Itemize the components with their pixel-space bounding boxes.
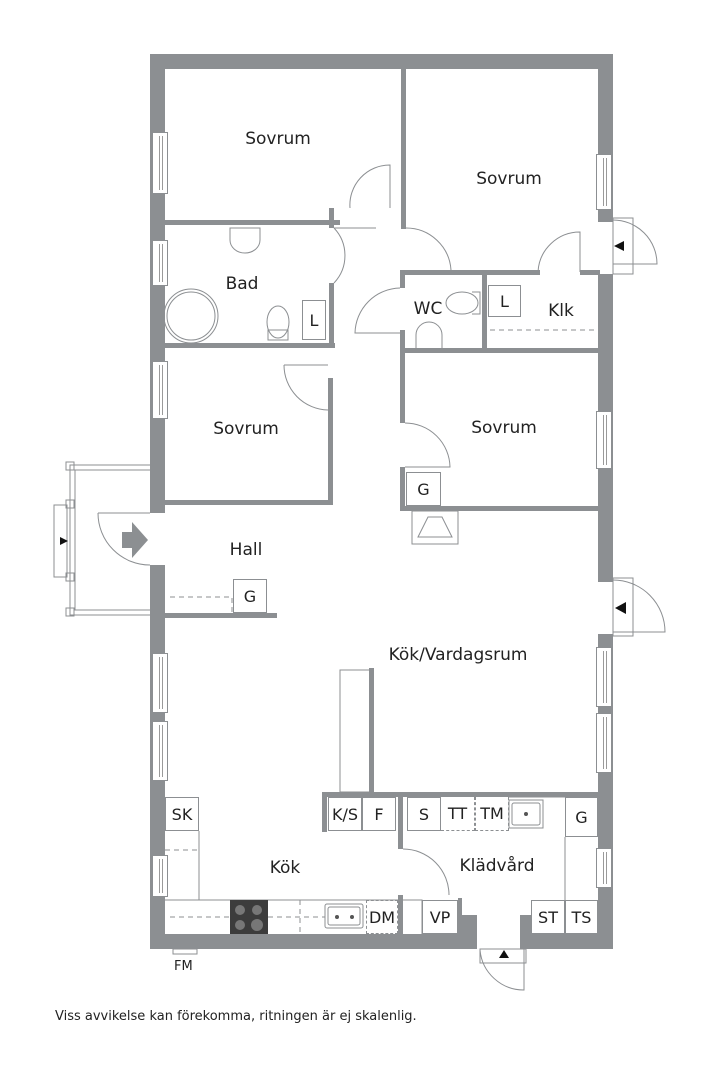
room-label-hall: Hall xyxy=(229,540,263,560)
south-door-recess-white xyxy=(477,915,520,949)
arrow-south-icon xyxy=(499,950,509,958)
wall-sovrum-e-bottom xyxy=(400,506,600,511)
window-kok-2 xyxy=(152,721,168,781)
wall-sovrum-divider xyxy=(401,69,406,229)
outer-wall-top xyxy=(150,54,613,69)
kitchen-dishwasher: DM xyxy=(366,900,398,934)
window-sovrum-nw xyxy=(152,132,168,194)
room-label-bad: Bad xyxy=(225,274,259,294)
room-label-kok: Kök xyxy=(269,858,301,878)
wall-wc-top-right xyxy=(580,270,600,275)
door-entrance xyxy=(97,512,151,566)
door-sovrum-w xyxy=(283,364,329,411)
laundry-cabinet-s: S xyxy=(407,797,441,831)
door-bad xyxy=(333,227,346,284)
wall-bad-bottom xyxy=(165,343,335,348)
wall-kladvard-left xyxy=(398,797,403,849)
kitchen-freezer: F xyxy=(362,797,396,831)
window-kok-3 xyxy=(152,855,168,897)
laundry-washer-tm: TM xyxy=(475,797,509,831)
dryer-ts: TS xyxy=(565,900,598,934)
wall-wc-left-lower xyxy=(400,330,405,352)
wall-bad-right-lower xyxy=(329,283,334,348)
drying-cabinet-st: ST xyxy=(531,900,565,934)
arrow-east-top-icon xyxy=(614,241,624,251)
room-label-kok-vardagsrum: Kök/Vardagsrum xyxy=(388,645,528,665)
arrow-east-mid-icon xyxy=(615,602,626,614)
door-wc xyxy=(354,287,401,334)
east-door-gap-mid xyxy=(598,582,613,634)
laundry-wardrobe: G xyxy=(565,797,598,837)
room-label-sovrum-nw: Sovrum xyxy=(245,129,311,149)
window-sovrum-ne xyxy=(596,154,612,210)
wall-sovrum-w-bottom xyxy=(165,500,333,505)
room-label-sovrum-e: Sovrum xyxy=(471,418,537,438)
wall-wc-top xyxy=(400,270,540,275)
room-label-klk: Klk xyxy=(548,301,574,321)
wall-wc-bottom xyxy=(400,348,600,353)
bad-linen-cabinet: L xyxy=(302,300,326,340)
kitchen-cupboard-sk: SK xyxy=(165,797,199,831)
door-sovrum-e xyxy=(404,422,451,468)
wall-kladvard-left-lower xyxy=(398,895,403,935)
wall-kitchen-top xyxy=(322,792,600,797)
door-klk xyxy=(537,231,581,273)
door-sovrum-nw xyxy=(349,164,391,209)
kitchen-fridge-freezer: K/S xyxy=(328,797,362,831)
window-sovrum-e xyxy=(596,411,612,469)
door-sovrum-ne xyxy=(405,227,452,271)
arrow-porch-icon xyxy=(60,537,68,545)
window-vardagsrum-1 xyxy=(596,647,612,707)
room-label-sovrum-w: Sovrum xyxy=(213,419,279,439)
entrance-arrow-icon xyxy=(122,522,148,558)
wall-wc-klk-divider xyxy=(482,272,487,350)
room-label-wc: WC xyxy=(413,299,443,319)
room-label-kladvard: Klädvård xyxy=(459,856,535,876)
window-vardagsrum-2 xyxy=(596,713,612,773)
room-label-sovrum-ne: Sovrum xyxy=(476,169,542,189)
east-door-gap-top xyxy=(598,222,613,274)
window-sovrum-w xyxy=(152,361,168,419)
stove xyxy=(230,900,268,934)
wall-hall-bottom xyxy=(165,613,277,618)
fm-label: FM xyxy=(174,959,193,974)
entrance-door-gap xyxy=(150,513,165,565)
wall-sovrum-w-right xyxy=(328,378,333,504)
wall-sovrum-e-left xyxy=(400,353,405,423)
laundry-dryer-tt: TT xyxy=(441,797,475,831)
sovrum-e-wardrobe: G xyxy=(406,472,441,506)
wall-sovrum-nw-bottom xyxy=(165,220,340,225)
window-bad xyxy=(152,240,168,286)
wall-ks-left xyxy=(322,792,327,832)
window-kok-1 xyxy=(152,653,168,713)
hall-wardrobe: G xyxy=(233,579,267,613)
klk-linen-cabinet: L xyxy=(488,285,521,317)
wall-vp-right xyxy=(458,898,462,935)
south-door-recess-left xyxy=(462,915,477,949)
wall-sovrum-e-left-lower xyxy=(400,467,405,511)
wall-wc-left xyxy=(400,270,405,288)
disclaimer-text: Viss avvikelse kan förekomma, ritningen … xyxy=(55,1009,417,1024)
wall-partition xyxy=(369,668,374,794)
wall-bad-right xyxy=(329,208,334,228)
window-kladvard xyxy=(596,848,612,888)
